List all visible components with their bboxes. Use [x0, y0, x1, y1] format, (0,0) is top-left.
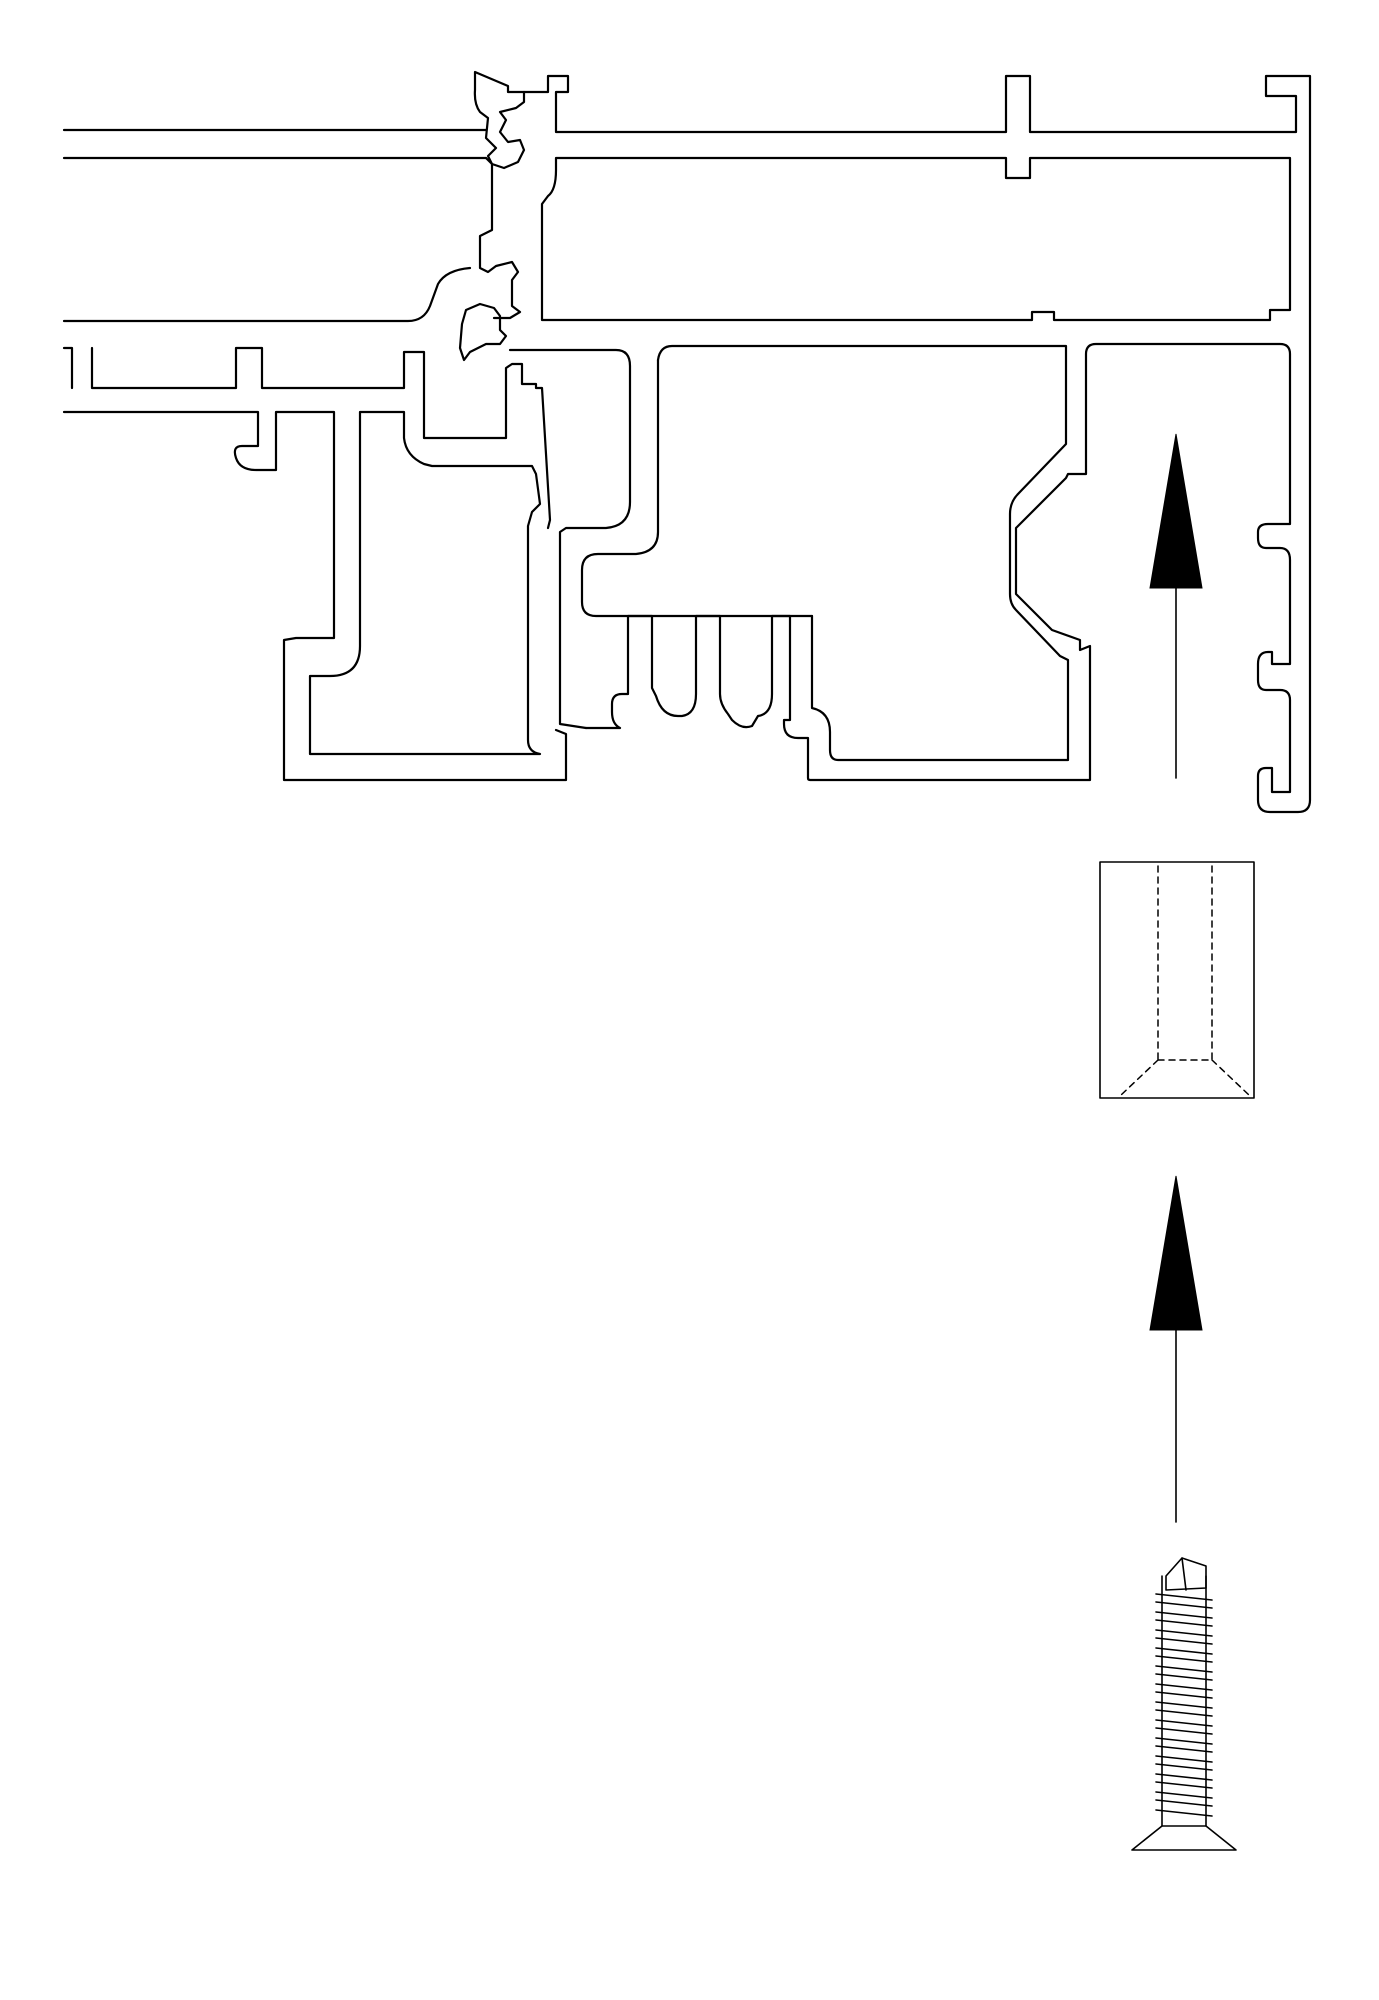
middle-chamber — [508, 344, 1070, 762]
countersunk-screw-icon — [1131, 1557, 1237, 1851]
middle-rail-line — [62, 266, 472, 323]
lower-gasket-clip — [458, 302, 508, 362]
left-hollow-chamber — [308, 410, 542, 756]
upper-chamber — [540, 156, 1292, 322]
upper-gasket-clip — [473, 70, 526, 170]
central-wall — [478, 156, 522, 320]
arrow-up-icon — [1149, 1175, 1203, 1523]
screw-thread-lines — [1155, 1593, 1213, 1817]
arrow-up-icon — [1149, 433, 1203, 779]
profile-top-outline — [522, 74, 1312, 814]
top-rail-line — [62, 128, 488, 160]
aluminium-profile-section-icon — [62, 70, 1312, 814]
screw-head — [1131, 1825, 1237, 1851]
chamber-bridge — [580, 358, 814, 618]
connector-insert-block-icon — [1099, 861, 1255, 1099]
left-cross-member — [62, 346, 568, 782]
